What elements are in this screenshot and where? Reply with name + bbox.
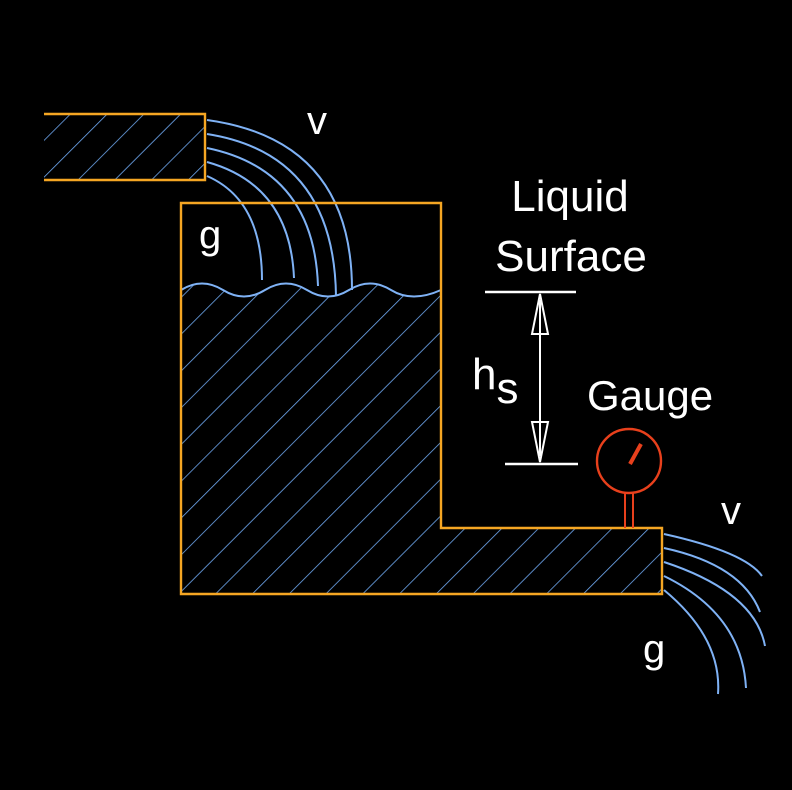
surface-label: Surface	[495, 232, 647, 281]
inflow-stream	[206, 119, 353, 297]
head-label-subscript: s	[496, 364, 518, 413]
supply-pipe-outline	[44, 112, 207, 182]
head-label: hs	[472, 350, 518, 413]
inflow-stream-arc-5	[206, 175, 263, 281]
outflow-stream-arc-5	[663, 589, 720, 695]
supply-pipe-hatch	[44, 114, 205, 180]
liquid-label: Liquid	[511, 172, 628, 221]
outflow-stream-arc-2	[663, 547, 761, 613]
outflow-stream	[663, 533, 766, 695]
head-arrow-down-icon	[530, 421, 550, 463]
velocity-label-bottom: v	[721, 489, 741, 533]
head-label-h: h	[472, 350, 496, 399]
head-dimension	[485, 290, 578, 466]
outflow-stream-arc-1	[663, 533, 763, 577]
gauge-label: Gauge	[587, 372, 713, 419]
supply-pipe	[44, 112, 207, 182]
pressure-gauge	[595, 427, 663, 528]
gravity-label-top: g	[199, 213, 221, 257]
gravity-label-bottom: g	[643, 627, 665, 671]
inflow-stream-arc-1	[206, 119, 353, 291]
outflow-stream-arc-4	[663, 575, 747, 689]
head-arrow-up-icon	[530, 293, 550, 335]
outflow-stream-arc-3	[663, 561, 766, 647]
gauge-dial-icon	[595, 427, 663, 495]
velocity-label-top: v	[307, 99, 327, 143]
water-surface	[180, 282, 442, 298]
tank-outline	[179, 201, 664, 596]
gauge-needle	[628, 443, 643, 465]
inflow-stream-arc-2	[206, 133, 337, 297]
inflow-stream-arc-3	[206, 147, 319, 287]
